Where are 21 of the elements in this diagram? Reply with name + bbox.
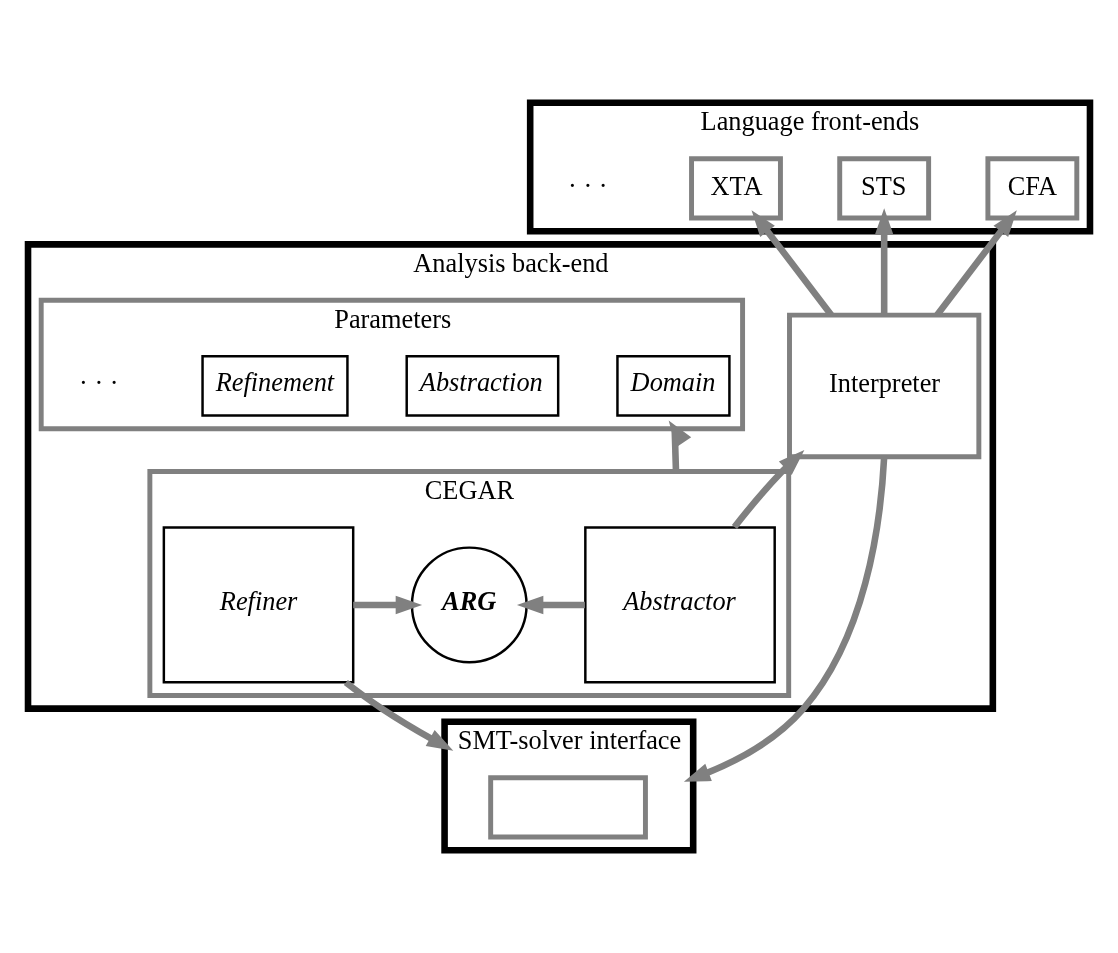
label: · · · [79,369,119,399]
arrow [874,208,894,315]
node-box: XTA [689,156,783,221]
node-box: Refiner [162,526,355,684]
cluster: SMT-solver interface [441,718,697,854]
arrow [683,456,888,782]
node-box [488,775,648,840]
arrow [343,679,454,751]
arrow [731,449,805,530]
node-box: Domain [616,355,731,417]
node-box: CFA [985,156,1080,221]
arrow [668,420,692,472]
arrow [516,595,585,615]
arrow [353,595,423,615]
node-box: Abstraction [405,355,560,417]
node-box: Interpreter [787,312,982,460]
node-circle: ARG [410,546,528,664]
node-box: STS [837,156,932,221]
label: · · · [568,171,608,201]
node-box: Refinement [201,355,349,417]
node-box: Abstractor [584,526,776,684]
